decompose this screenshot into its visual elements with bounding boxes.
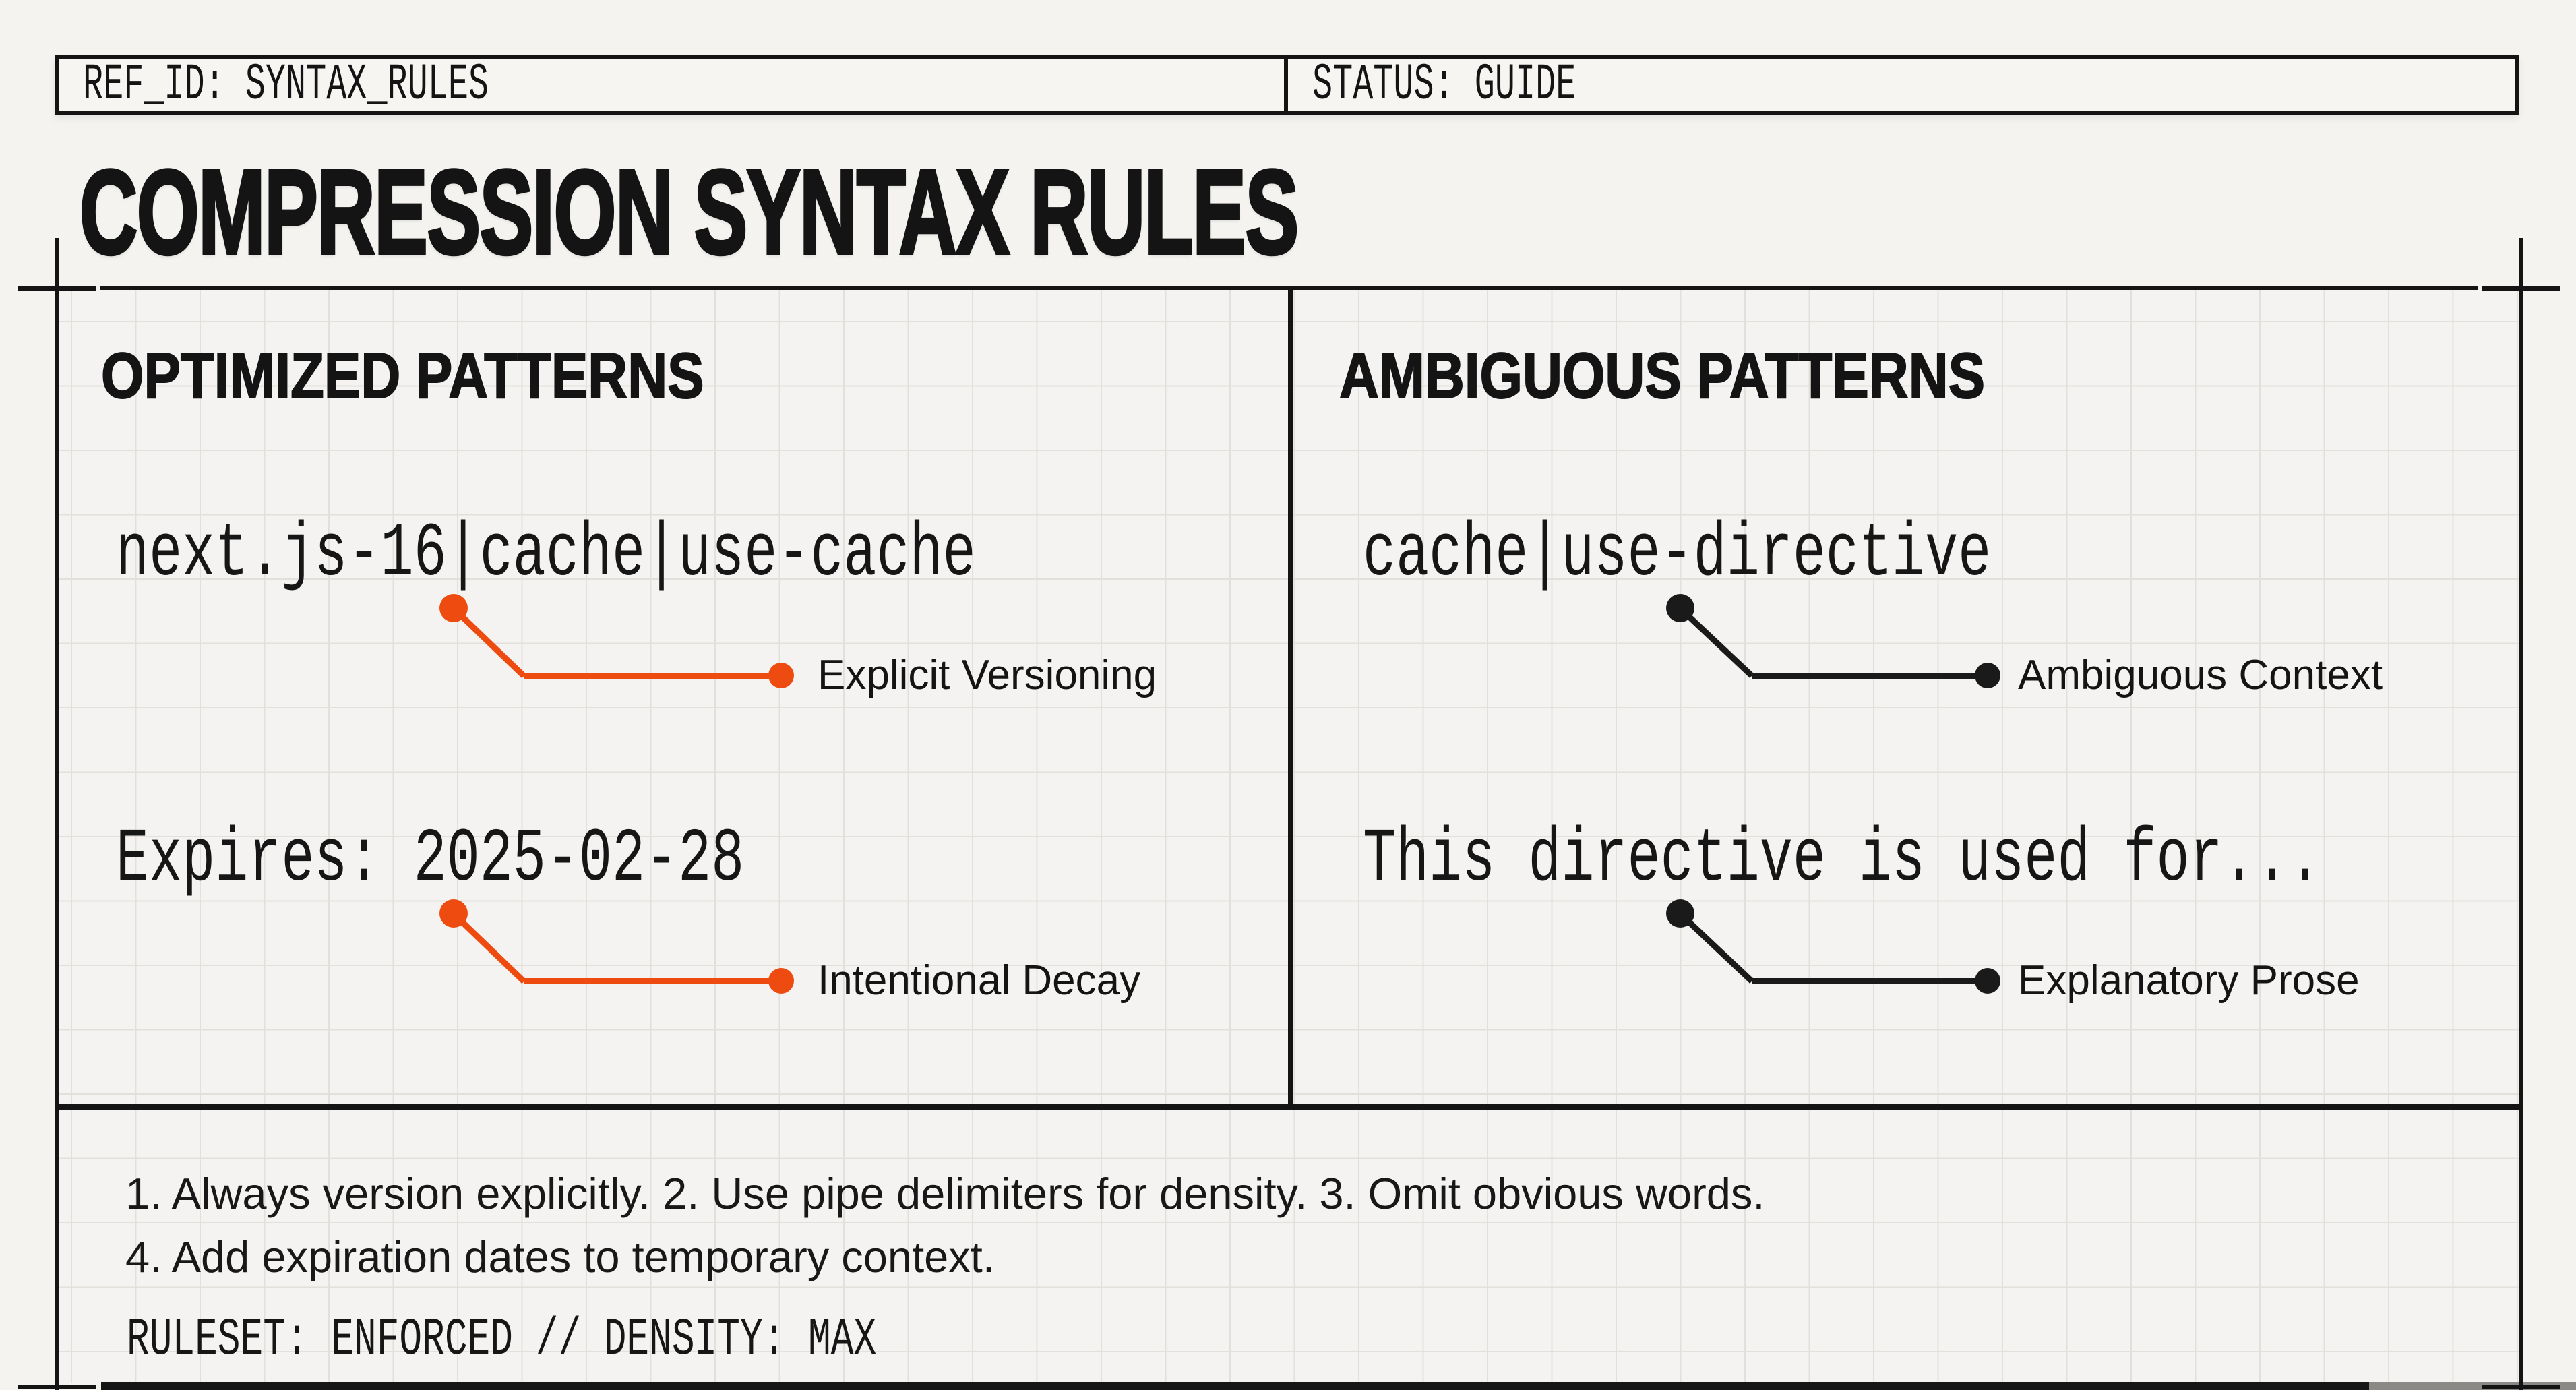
callout-diagonal-line [451, 605, 526, 678]
frame-border-bottom [101, 1382, 2369, 1390]
callout-end-dot [768, 663, 794, 688]
frame-border-left [55, 332, 59, 1341]
ruleset-status: RULESET: ENFORCED // DENSITY: MAX [127, 1310, 877, 1370]
optimized-panel-heading: OPTIMIZED PATTERNS [100, 340, 704, 412]
ref-id-text: REF_ID: SYNTAX_RULES [83, 56, 489, 114]
rules-text: 1. Always version explicitly. 2. Use pip… [125, 1162, 2457, 1289]
crosshair-arm [54, 1337, 59, 1390]
header-status-cell: STATUS: GUIDE [1288, 59, 2515, 111]
callout-end-dot [768, 968, 794, 994]
callout-label: Ambiguous Context [2018, 652, 2383, 698]
code-sample-versioned: next.js-16|cache|use-cache [116, 512, 976, 597]
code-sample-expiry: Expires: 2025-02-28 [116, 817, 745, 903]
code-sample-ambiguous: cache|use-directive [1363, 512, 1992, 597]
callout-horizontal-line [524, 672, 781, 679]
callout-label: Explanatory Prose [2018, 957, 2360, 1004]
header-bar: REF_ID: SYNTAX_RULES STATUS: GUIDE [55, 55, 2519, 115]
callout-label: Explicit Versioning [818, 652, 1157, 698]
panel-divider-vertical [1288, 290, 1293, 1104]
page-title: COMPRESSION SYNTAX RULES [78, 145, 1299, 279]
status-text: STATUS: GUIDE [1312, 56, 1576, 114]
callout-diagonal-line [1678, 911, 1754, 984]
callout-end-dot [1975, 663, 2000, 688]
callout-diagonal-line [451, 911, 526, 984]
callout-label: Intentional Decay [818, 957, 1141, 1004]
rules-line-2: 4. Add expiration dates to temporary con… [125, 1232, 995, 1281]
callout-diagonal-line [1678, 605, 1754, 678]
crosshair-arm [2518, 1337, 2523, 1390]
crosshair-arm [2518, 238, 2523, 338]
ambiguous-panel-heading: AMBIGUOUS PATTERNS [1339, 340, 1986, 412]
content-frame: OPTIMIZED PATTERNS next.js-16|cache|use-… [59, 290, 2519, 1383]
rules-divider-horizontal [59, 1104, 2519, 1110]
callout-end-dot [1975, 968, 2000, 994]
frame-border-top [100, 286, 2478, 290]
callout-horizontal-line [1752, 672, 1988, 679]
callout-horizontal-line [524, 977, 781, 984]
code-sample-prose: This directive is used for... [1363, 817, 2322, 903]
header-ref-cell: REF_ID: SYNTAX_RULES [59, 59, 1288, 111]
rules-line-1: 1. Always version explicitly. 2. Use pip… [125, 1169, 1765, 1218]
callout-horizontal-line [1752, 977, 1988, 984]
crosshair-arm [54, 238, 59, 338]
frame-border-right [2519, 332, 2523, 1390]
